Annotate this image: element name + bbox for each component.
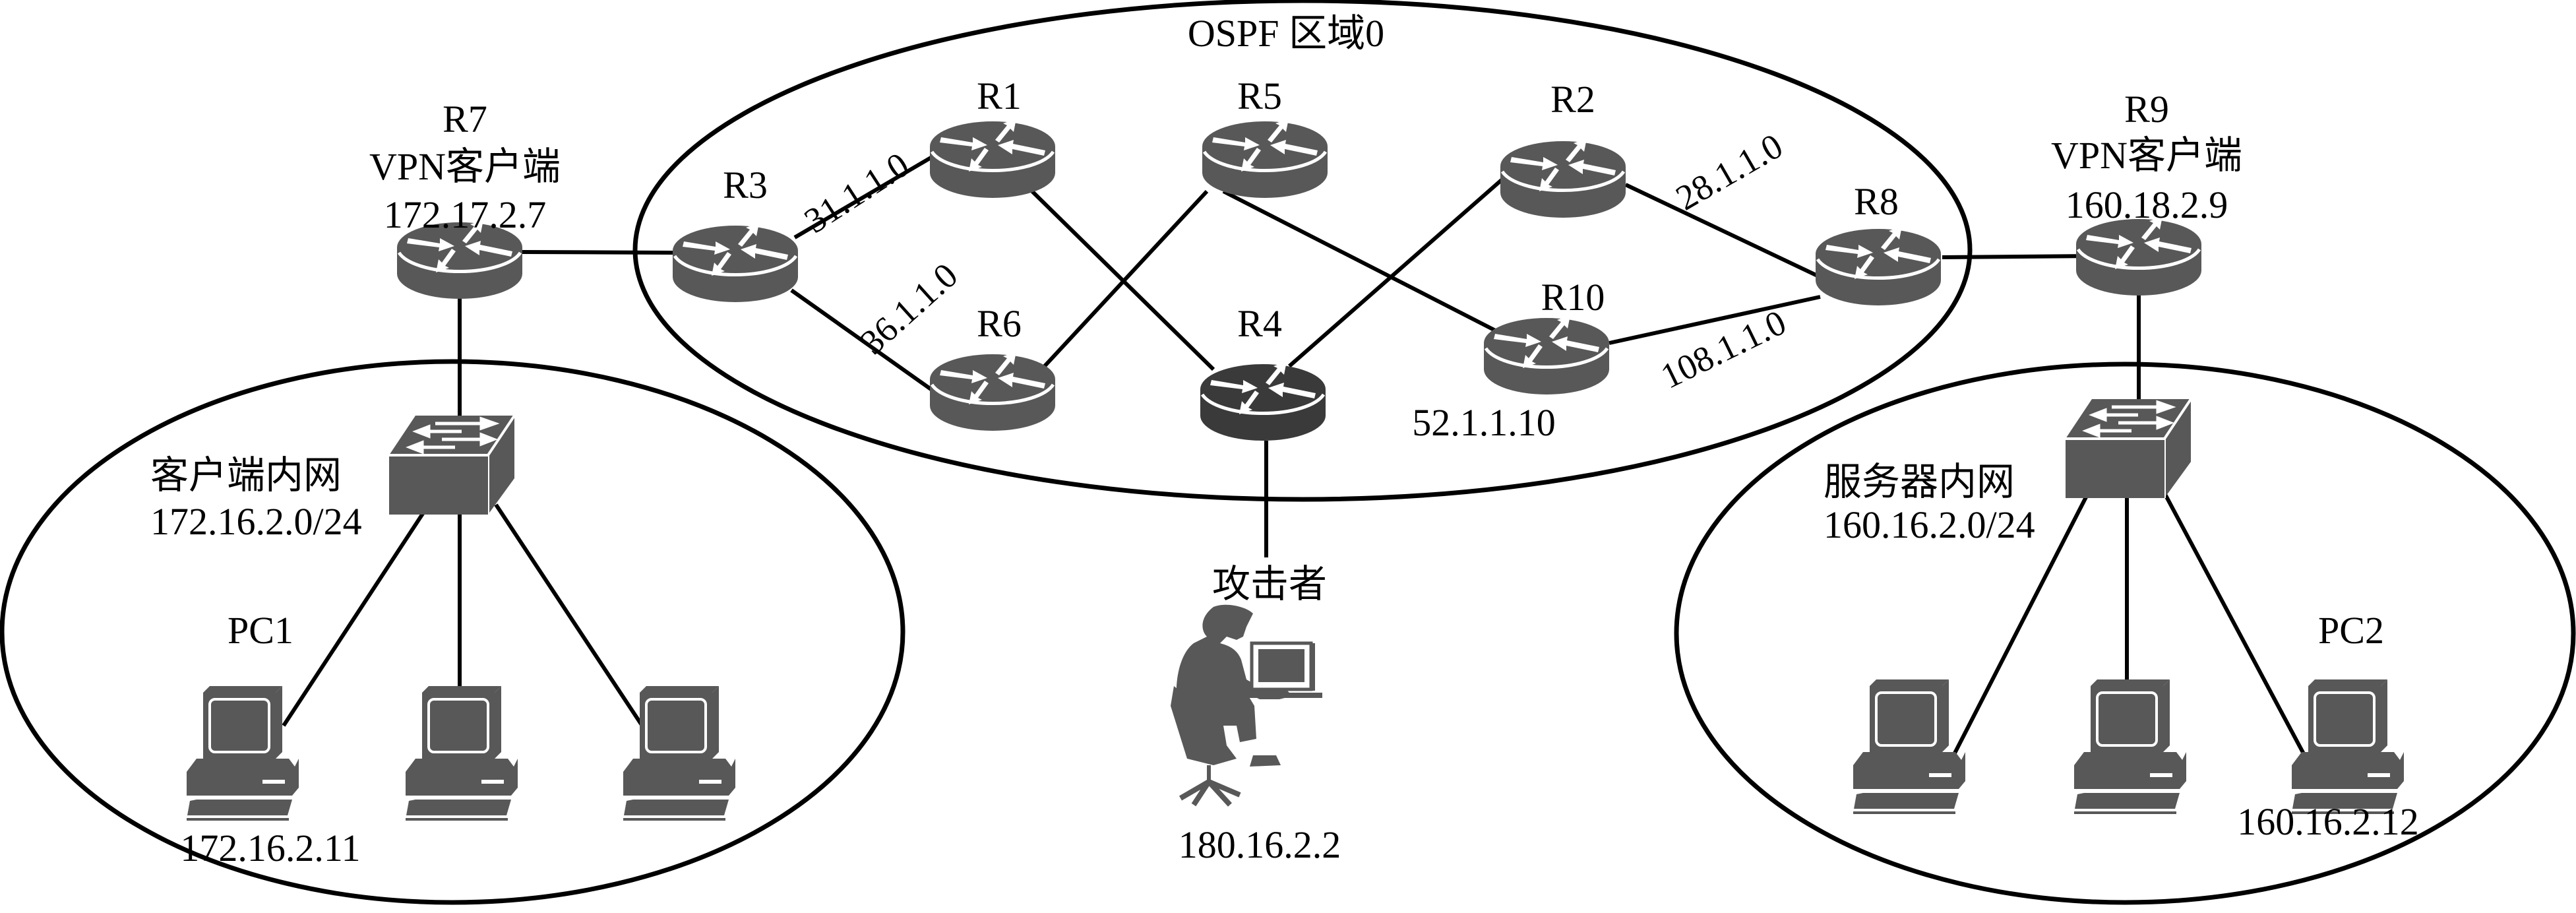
- server-switch[interactable]: [2066, 399, 2191, 498]
- r1-name-label: R1: [977, 75, 1022, 117]
- client-pc-right[interactable]: [622, 685, 737, 821]
- pc1-computer[interactable]: [185, 685, 300, 821]
- r3-name-label: R3: [723, 164, 768, 206]
- link-server-switch-pc2: [2160, 487, 2314, 770]
- client-pc-mid[interactable]: [404, 685, 519, 821]
- r9-ip-label: 160.18.2.9: [2066, 183, 2228, 226]
- link-label-31: 31.1.1.0: [797, 144, 916, 241]
- r9-role-label: VPN客户端: [2051, 134, 2242, 177]
- pc2-name-label: PC2: [2318, 609, 2384, 652]
- r5-name-label: R5: [1237, 75, 1282, 117]
- server-pc-left[interactable]: [1852, 678, 1967, 814]
- r7-role-label: VPN客户端: [369, 145, 561, 188]
- r10-ip-label: 52.1.1.10: [1412, 401, 1556, 444]
- ospf-area-zone: [632, 0, 1973, 502]
- router-r5[interactable]: [1202, 119, 1328, 198]
- link-server-switch-pc-left: [1945, 487, 2093, 770]
- client-net-cidr: 172.16.2.0/24: [150, 500, 362, 543]
- link-r7-r3: [520, 250, 677, 255]
- router-r2[interactable]: [1500, 139, 1626, 218]
- router-r8[interactable]: [1816, 226, 1941, 305]
- link-r10-r8: [1609, 295, 1821, 345]
- attacker-person-icon[interactable]: [1171, 604, 1322, 807]
- r4-name-label: R4: [1237, 302, 1282, 345]
- server-pc-mid[interactable]: [2073, 678, 2188, 814]
- link-r3-r1: [793, 152, 938, 239]
- router-r6[interactable]: [930, 352, 1055, 431]
- r7-name-label: R7: [443, 98, 487, 141]
- server-network-zone: [1674, 362, 2576, 905]
- r6-name-label: R6: [977, 302, 1022, 345]
- ospf-area-label: OSPF 区域0: [1188, 12, 1384, 55]
- server-net-name: 服务器内网: [1824, 460, 2015, 503]
- link-label-28: 28.1.1.0: [1669, 126, 1789, 218]
- pc1-ip-label: 172.16.2.11: [180, 827, 360, 869]
- router-r1[interactable]: [930, 119, 1055, 198]
- attacker-name-label: 攻击者: [1212, 563, 1327, 606]
- client-network-zone: [0, 359, 905, 905]
- r2-name-label: R2: [1550, 78, 1595, 121]
- router-r10[interactable]: [1484, 315, 1609, 394]
- r9-name-label: R9: [2124, 88, 2169, 131]
- link-r6-r5: [1033, 189, 1209, 378]
- pc2-ip-label: 160.16.2.12: [2237, 800, 2419, 843]
- r8-name-label: R8: [1854, 180, 1899, 223]
- client-net-name: 客户端内网: [150, 454, 342, 497]
- attacker-ip-label: 180.16.2.2: [1179, 823, 1341, 866]
- link-r4-r2: [1288, 176, 1505, 368]
- router-r9[interactable]: [2076, 216, 2201, 296]
- r7-ip-label: 172.17.2.7: [384, 193, 547, 236]
- router-r4[interactable]: [1200, 362, 1326, 441]
- server-net-cidr: 160.16.2.0/24: [1824, 503, 2035, 546]
- pc2-computer[interactable]: [2290, 678, 2405, 814]
- router-r3[interactable]: [673, 223, 798, 302]
- link-r2-r8: [1624, 183, 1822, 279]
- link-r3-r6: [790, 288, 938, 395]
- link-r8-r9: [1942, 254, 2095, 259]
- pc1-name-label: PC1: [228, 609, 293, 652]
- r10-name-label: R10: [1541, 276, 1605, 319]
- link-client-switch-pc-right: [494, 503, 645, 728]
- link-r5-r10: [1222, 189, 1508, 338]
- link-client-switch-pc1: [282, 503, 431, 727]
- client-switch[interactable]: [389, 416, 514, 515]
- link-label-36: 36.1.1.0: [853, 255, 966, 362]
